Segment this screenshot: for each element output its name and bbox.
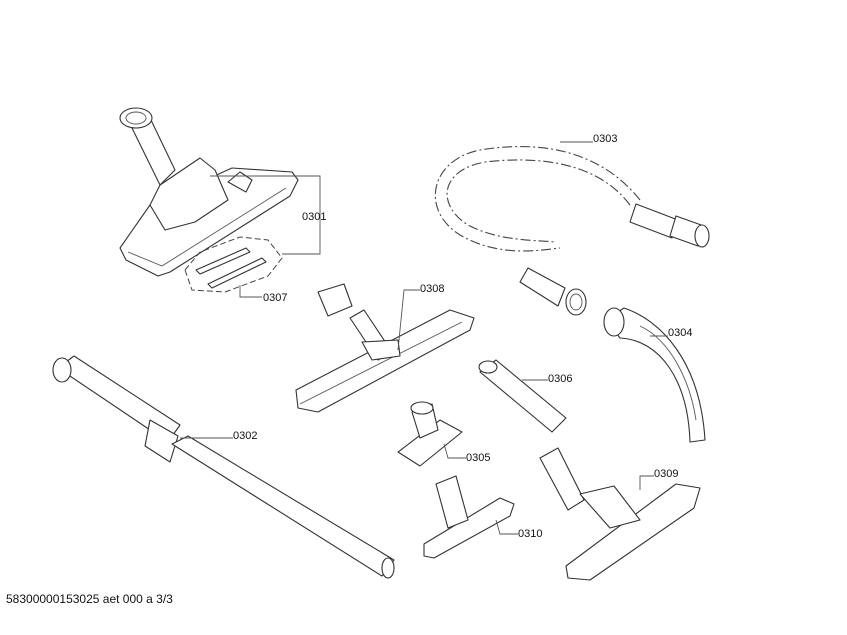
label-0310[interactable]: 0310 [518,528,542,540]
document-footer-id: 58300000153025 aet 000 a 3/3 [6,592,173,606]
label-0306[interactable]: 0306 [548,373,572,385]
part-0308-parquet-nozzle[interactable] [295,283,475,413]
label-0305[interactable]: 0305 [466,452,490,464]
part-0303-hose[interactable] [434,145,710,316]
part-0301-floor-nozzle[interactable] [119,107,299,277]
label-0308[interactable]: 0308 [420,283,444,295]
part-0307-brush-strips[interactable] [184,236,283,293]
leader-line-0309 [639,475,654,490]
part-0309-hard-floor-nozzle[interactable] [539,447,701,581]
part-0304-handle[interactable] [603,307,706,443]
label-0304[interactable]: 0304 [668,327,692,339]
label-0303[interactable]: 0303 [593,133,617,145]
part-0306-crevice-tool[interactable] [478,359,567,433]
part-0302-telescopic-tube[interactable] [52,355,395,579]
leader-line-0307 [239,285,262,298]
leader-line-0301 [210,175,321,255]
label-0301[interactable]: 0301 [302,211,326,223]
label-0307[interactable]: 0307 [263,292,287,304]
leader-line-0310 [495,519,518,535]
label-0309[interactable]: 0309 [654,468,678,480]
part-0310-small-floor-nozzle[interactable] [423,475,515,559]
leader-line-0308 [397,289,420,351]
part-0305-upholstery-nozzle[interactable] [397,401,463,467]
leader-line-0305 [443,443,466,459]
label-0302[interactable]: 0302 [233,430,257,442]
